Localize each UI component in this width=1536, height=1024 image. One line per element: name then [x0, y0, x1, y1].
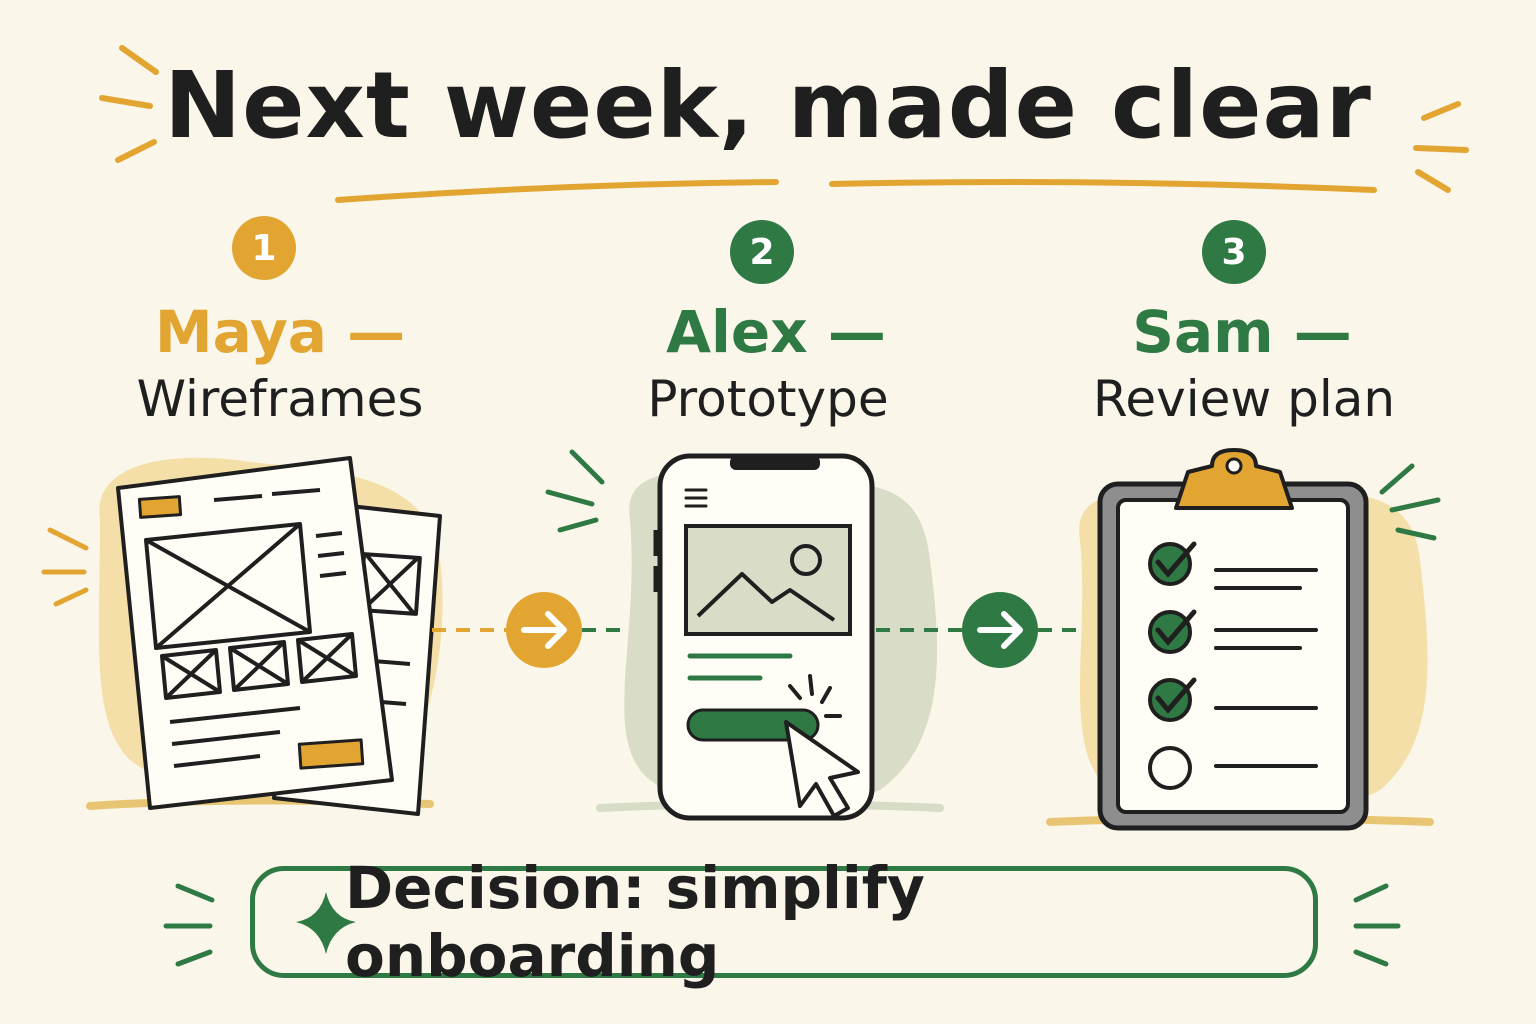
- sparkle-icon: [296, 892, 356, 954]
- step-2-owner: Alex —: [666, 298, 886, 366]
- step-1-owner: Maya —: [154, 298, 406, 366]
- step-1-number: 1: [232, 216, 296, 280]
- step-2-task: Prototype: [647, 370, 889, 428]
- decision-spark-right-icon: [1353, 883, 1401, 967]
- wireframe-spark-icon: [41, 527, 89, 607]
- decision-banner: Decision: simplify onboarding: [250, 854, 1318, 990]
- page-title: Next week, made clear: [164, 52, 1372, 159]
- step-2-number: 2: [730, 220, 794, 284]
- wireframe-pages-icon: [116, 456, 442, 816]
- title-underline: [335, 179, 1377, 203]
- step-1-task: Wireframes: [136, 370, 424, 428]
- click-spark-icon: [788, 674, 842, 718]
- step-3-task: Review plan: [1092, 370, 1396, 428]
- connector-1-2: [432, 592, 640, 668]
- checklist-items: [1148, 541, 1318, 790]
- decision-text: Decision: simplify onboarding: [345, 854, 925, 990]
- review-spark-icon: [1379, 463, 1441, 541]
- step-3-owner: Sam —: [1132, 298, 1352, 366]
- connector-2-3: [876, 592, 1090, 668]
- phone-prototype-icon: [653, 453, 875, 821]
- clipboard-checklist-icon: [1097, 448, 1369, 831]
- cursor-icon: [784, 720, 860, 818]
- prototype-spark-icon: [545, 449, 605, 533]
- title-spark-right-icon: [1413, 101, 1469, 193]
- title-spark-left-icon: [99, 45, 159, 163]
- step-3-number: 3: [1202, 220, 1266, 284]
- decision-spark-left-icon: [163, 883, 215, 967]
